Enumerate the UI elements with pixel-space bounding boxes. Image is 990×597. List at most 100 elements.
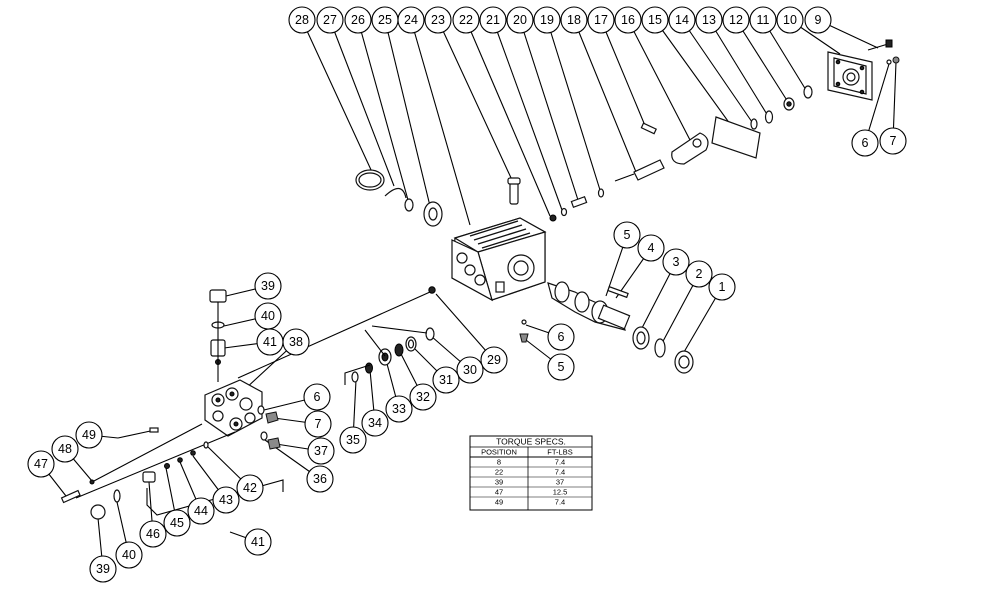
- plunger-guide-17: [633, 159, 665, 181]
- callout-circle: [479, 6, 507, 34]
- callout-39: 39: [89, 555, 117, 583]
- callout-circle: [339, 426, 367, 454]
- drain-plug-6-top: [892, 56, 900, 64]
- callout-circle: [695, 6, 723, 34]
- bearing-11-core: [786, 101, 792, 107]
- rear-cover-plate: [827, 51, 873, 101]
- callout-circle: [587, 6, 615, 34]
- callout-49: 49: [75, 421, 103, 449]
- gasket-14: [711, 116, 761, 159]
- callout-number: 21: [486, 13, 500, 27]
- callout-number: 23: [431, 13, 445, 27]
- callout-number: 40: [122, 548, 136, 562]
- plug-37: [267, 437, 281, 450]
- callout-circle: [306, 465, 334, 493]
- torque-specs-table: TORQUE SPECS. POSITION FT-LBS 8 7.4 22 7…: [469, 435, 593, 511]
- callout-18: 18: [560, 6, 588, 34]
- callout-26: 26: [344, 6, 372, 34]
- callout-circle: [385, 395, 413, 423]
- oring-34: [365, 362, 373, 374]
- snap-ring-2: [654, 338, 666, 358]
- callout-17: 17: [587, 6, 615, 34]
- callout-circle: [344, 6, 372, 34]
- connecting-rod-15: [671, 132, 709, 165]
- oring-18: [597, 188, 605, 198]
- callout-leader-20: [519, 19, 579, 201]
- callout-19: 19: [533, 6, 561, 34]
- callout-leader-19: [546, 19, 601, 191]
- bearing-24-bore: [428, 207, 438, 221]
- callout-13: 13: [695, 6, 723, 34]
- callout-circle: [282, 328, 310, 356]
- callout-number: 38: [289, 335, 303, 349]
- callout-25: 25: [371, 6, 399, 34]
- seal-1-bore: [678, 355, 690, 369]
- callout-3: 3: [662, 248, 690, 276]
- callout-43: 43: [212, 486, 240, 514]
- callout-31: 31: [432, 366, 460, 394]
- callout-40: 40: [254, 302, 282, 330]
- callout-circle: [424, 6, 452, 34]
- snap-ring-26: [384, 187, 407, 199]
- manifold-head: [204, 379, 263, 437]
- callout-circle: [212, 486, 240, 514]
- oring-40-bottom: [113, 489, 121, 503]
- callout-circle: [749, 6, 777, 34]
- callout-circle: [662, 248, 690, 276]
- sleeve-19: [570, 196, 588, 208]
- torque-cell: 12.5: [553, 488, 568, 497]
- callout-15: 15: [641, 6, 669, 34]
- callout-circle: [804, 6, 832, 34]
- callout-41: 41: [256, 328, 284, 356]
- torque-cell: 47: [495, 488, 503, 497]
- crankcase-housing: [451, 217, 547, 302]
- callout-number: 33: [392, 402, 406, 416]
- callout-circle: [307, 437, 335, 465]
- callout-circle: [236, 474, 264, 502]
- valve-cap-46: [142, 471, 156, 483]
- callout-leader-13: [708, 19, 769, 117]
- callout-leader-27: [329, 19, 395, 187]
- torque-cell: 7.4: [555, 458, 565, 467]
- callout-number: 1: [719, 280, 726, 294]
- bracket-top: [371, 325, 428, 334]
- callout-23: 23: [424, 6, 452, 34]
- callout-number: 27: [323, 13, 337, 27]
- callout-leader-15: [654, 19, 739, 136]
- oring-7-mid: [521, 319, 527, 325]
- callout-circle: [304, 410, 332, 438]
- callout-number: 6: [862, 136, 869, 150]
- spring-45: [164, 463, 170, 469]
- callout-number: 37: [314, 444, 328, 458]
- callout-leader-25: [384, 19, 431, 207]
- callout-5: 5: [547, 353, 575, 381]
- callout-number: 10: [783, 13, 797, 27]
- bracket-left: [344, 364, 371, 385]
- callout-circle: [637, 234, 665, 262]
- bolt-47: [60, 489, 81, 504]
- callout-9: 9: [804, 6, 832, 34]
- callout-29: 29: [480, 346, 508, 374]
- callout-number: 39: [261, 279, 275, 293]
- callout-leader-16: [627, 19, 691, 141]
- callout-14: 14: [668, 6, 696, 34]
- callout-2: 2: [685, 260, 713, 288]
- callout-4: 4: [637, 234, 665, 262]
- callout-number: 14: [675, 13, 689, 27]
- torque-cell: 7.4: [555, 498, 565, 507]
- crankshaft: [547, 281, 631, 331]
- callout-38: 38: [282, 328, 310, 356]
- callout-circle: [547, 323, 575, 351]
- plug-6-right: [265, 411, 279, 424]
- axis-line-48: [91, 423, 203, 483]
- oring-36: [260, 431, 268, 441]
- callout-number: 5: [624, 228, 631, 242]
- callout-40: 40: [115, 541, 143, 569]
- callout-leader-22: [465, 19, 551, 217]
- callout-number: 22: [459, 13, 473, 27]
- callout-number: 24: [404, 13, 418, 27]
- callout-number: 48: [58, 442, 72, 456]
- plug-6-mid: [519, 333, 529, 343]
- bracket-41-bottom: [146, 479, 284, 516]
- callout-number: 19: [540, 13, 554, 27]
